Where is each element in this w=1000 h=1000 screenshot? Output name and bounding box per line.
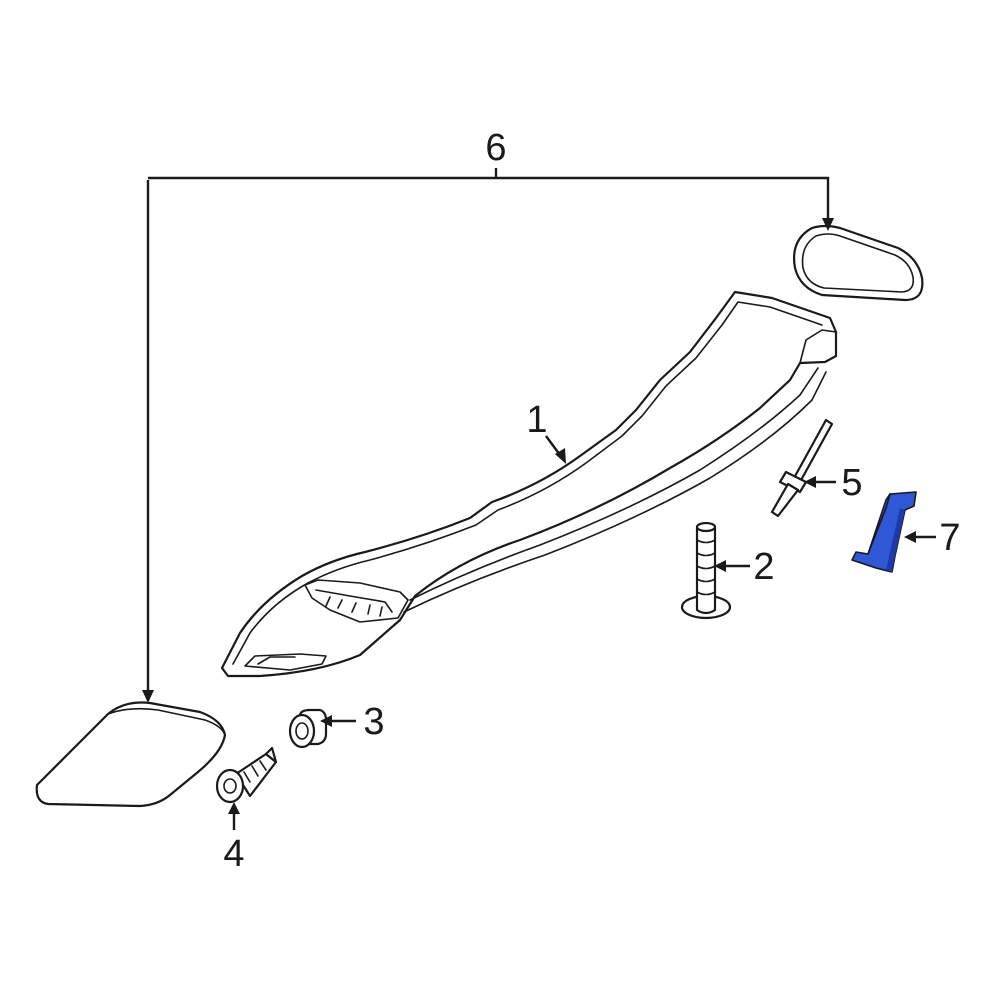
part-1-spoiler[interactable] [220, 290, 838, 678]
callout-number-2: 2 [753, 546, 774, 588]
callout-number-1: 1 [526, 399, 547, 441]
callout-number-6: 6 [485, 127, 506, 169]
callout-3-leader [320, 715, 356, 727]
part-3-grommet[interactable] [288, 708, 328, 749]
arrowhead-5 [804, 476, 816, 488]
arrowhead-2 [714, 560, 726, 572]
part-6-left-endcap[interactable] [35, 701, 227, 808]
callout-7-leader [904, 531, 936, 543]
arrowhead-7 [904, 531, 916, 543]
arrowhead-6-right [822, 218, 834, 231]
arrowhead-6-left [142, 690, 154, 703]
callout-2-leader [714, 560, 750, 572]
callout-number-7: 7 [939, 517, 960, 559]
callout-5-leader [804, 476, 836, 488]
part-4-screw[interactable] [215, 746, 278, 804]
part-6-right-endcap[interactable] [793, 224, 924, 302]
part-7-bracket-highlighted[interactable] [851, 491, 917, 573]
arrowhead-1 [555, 448, 566, 464]
callout-number-4: 4 [223, 833, 244, 875]
part-2-stud[interactable] [680, 521, 732, 620]
part-5-rivet[interactable] [770, 418, 834, 518]
callout-6-bracket-leader [142, 168, 834, 703]
callout-number-5: 5 [841, 462, 862, 504]
callout-4-leader [228, 802, 240, 830]
callout-1-leader [545, 435, 566, 464]
arrowhead-4 [228, 802, 240, 814]
callout-number-3: 3 [363, 701, 384, 743]
arrowhead-3 [320, 715, 332, 727]
